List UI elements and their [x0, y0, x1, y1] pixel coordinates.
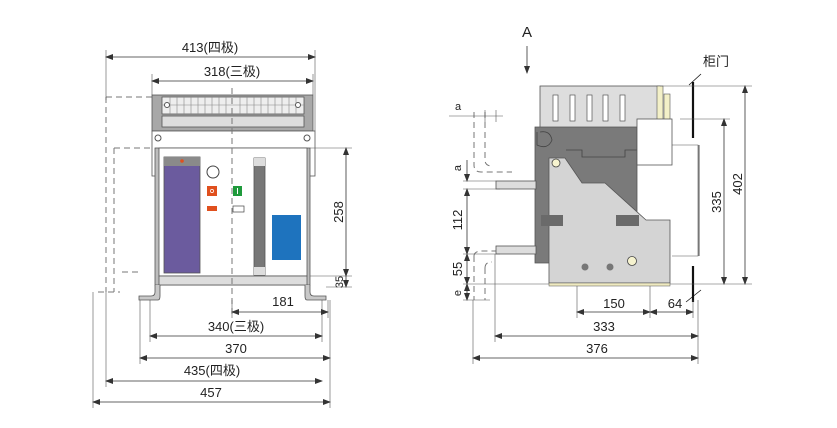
dim-370: 370 — [225, 341, 247, 356]
dim-112: 112 — [450, 210, 465, 231]
dim-64: 64 — [668, 296, 682, 311]
indicator-lamp — [206, 165, 220, 179]
mounting-hole — [303, 134, 311, 142]
indicator-dot — [180, 159, 184, 163]
dim-457: 457 — [200, 385, 222, 400]
dim-335: 335 — [709, 191, 724, 213]
dim-333: 333 — [593, 319, 615, 334]
door-label: 柜门 — [703, 54, 729, 69]
dim-435: 435(四极) — [184, 363, 240, 378]
lower-busbar — [495, 245, 537, 255]
controller-panel — [163, 156, 201, 274]
side-view: A — [449, 24, 752, 364]
base-strip — [158, 275, 308, 286]
secondary-terminal — [636, 118, 673, 166]
off-button — [207, 186, 217, 196]
dim-376: 376 — [586, 341, 608, 356]
dim-318: 318(三极) — [204, 64, 260, 79]
nameplate — [272, 215, 301, 260]
dim-402: 402 — [730, 173, 745, 195]
mounting-hole — [154, 134, 162, 142]
view-label-a: A — [522, 24, 532, 41]
four-pole-dashed-outline — [98, 96, 158, 293]
dim-35: 35 — [334, 276, 346, 288]
front-view: 413(四极) 318(三极) 258 35 181 340(三极) 370 4… — [92, 40, 352, 408]
dim-55: 55 — [450, 262, 465, 276]
dim-258: 258 — [331, 201, 346, 223]
upper-busbar — [495, 180, 537, 190]
dim-e: e — [452, 290, 464, 296]
base-plate — [548, 282, 671, 287]
right-foot — [304, 285, 327, 301]
dim-413: 413(四极) — [182, 40, 238, 55]
left-foot — [138, 285, 161, 301]
status-indicator — [207, 206, 217, 211]
status-window — [232, 205, 245, 213]
dim-181: 181 — [272, 294, 294, 309]
dim-a-top: a — [455, 101, 462, 113]
cabinet-door — [685, 73, 702, 303]
dim-340: 340(三极) — [208, 319, 264, 334]
dim-150: 150 — [603, 296, 625, 311]
handle-slot — [253, 157, 266, 276]
dim-a-side: a — [452, 164, 464, 171]
